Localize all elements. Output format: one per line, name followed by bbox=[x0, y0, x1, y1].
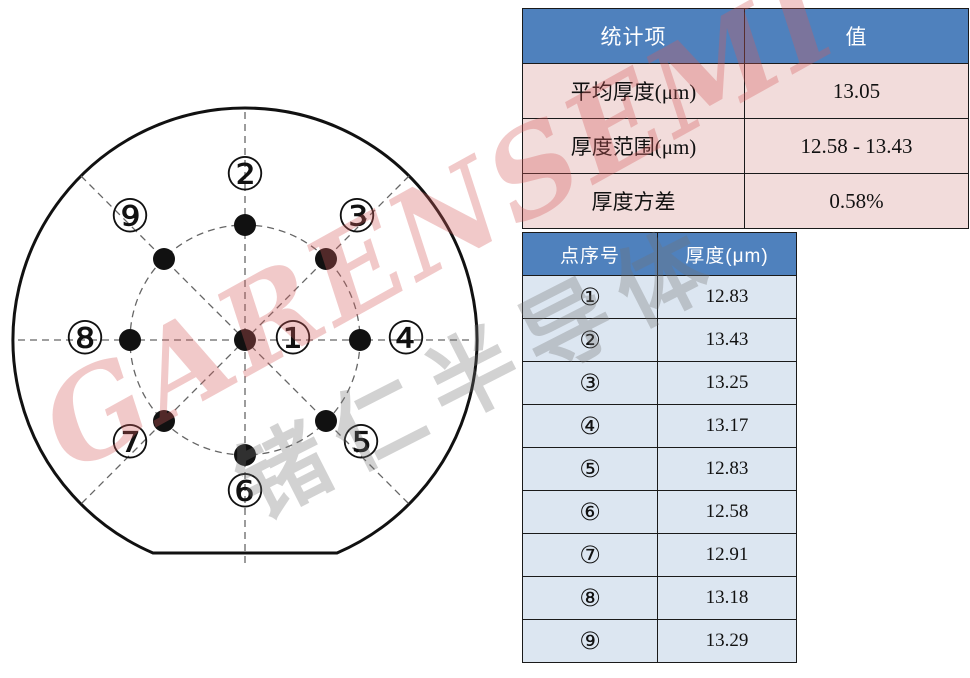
table-row: ⑤ 12.83 bbox=[522, 447, 797, 491]
table-row: ④ 13.17 bbox=[522, 404, 797, 448]
point-dot-8 bbox=[119, 329, 141, 351]
point-thickness: 13.29 bbox=[657, 619, 797, 663]
table-row: 厚度方差 0.58% bbox=[522, 173, 969, 229]
stats-header-row: 统计项 值 bbox=[522, 8, 969, 64]
point-index: ⑧ bbox=[522, 576, 658, 620]
point-thickness: 12.83 bbox=[657, 447, 797, 491]
table-row: 平均厚度(μm) 13.05 bbox=[522, 63, 969, 119]
points-header-index: 点序号 bbox=[522, 232, 658, 276]
stat-value: 13.05 bbox=[744, 63, 969, 119]
point-dot-9 bbox=[153, 248, 175, 270]
table-row: ② 13.43 bbox=[522, 318, 797, 362]
point-index: ⑦ bbox=[522, 533, 658, 577]
stat-label: 厚度范围(μm) bbox=[522, 118, 745, 174]
table-row: ① 12.83 bbox=[522, 275, 797, 319]
point-index: ⑥ bbox=[522, 490, 658, 534]
wafer-outline bbox=[11, 106, 479, 555]
point-thickness: 12.91 bbox=[657, 533, 797, 577]
point-index: ① bbox=[522, 275, 658, 319]
point-index: ④ bbox=[522, 404, 658, 448]
point-dot-2 bbox=[234, 214, 256, 236]
stat-value: 0.58% bbox=[744, 173, 969, 229]
point-dot-7 bbox=[153, 410, 175, 432]
point-index: ⑤ bbox=[522, 447, 658, 491]
point-label-7: ⑦ bbox=[109, 415, 150, 469]
measurement-point-dots bbox=[119, 214, 371, 466]
point-label-4: ④ bbox=[385, 311, 426, 365]
point-thickness: 12.83 bbox=[657, 275, 797, 319]
point-dot-3 bbox=[315, 248, 337, 270]
point-thickness: 13.17 bbox=[657, 404, 797, 448]
table-row: ⑦ 12.91 bbox=[522, 533, 797, 577]
point-dot-5 bbox=[315, 410, 337, 432]
table-row: ⑨ 13.29 bbox=[522, 619, 797, 663]
point-label-2: ② bbox=[224, 147, 265, 201]
table-row: 厚度范围(μm) 12.58 - 13.43 bbox=[522, 118, 969, 174]
point-dot-1 bbox=[234, 329, 256, 351]
measurement-point-labels: ① ② ③ ④ ⑤ ⑥ ⑦ ⑧ ⑨ bbox=[64, 147, 426, 518]
point-label-1: ① bbox=[272, 311, 313, 365]
wafer-map: ① ② ③ ④ ⑤ ⑥ ⑦ ⑧ ⑨ bbox=[11, 106, 479, 568]
point-dot-4 bbox=[349, 329, 371, 351]
stats-header-value: 值 bbox=[744, 8, 969, 64]
point-label-9: ⑨ bbox=[109, 189, 150, 243]
stat-value: 12.58 - 13.43 bbox=[744, 118, 969, 174]
points-header-thickness: 厚度(μm) bbox=[657, 232, 797, 276]
points-table: 点序号 厚度(μm) ① 12.83 ② 13.43 ③ 13.25 ④ 13.… bbox=[522, 232, 797, 663]
table-row: ③ 13.25 bbox=[522, 361, 797, 405]
point-index: ② bbox=[522, 318, 658, 362]
point-thickness: 13.43 bbox=[657, 318, 797, 362]
point-index: ⑨ bbox=[522, 619, 658, 663]
point-label-8: ⑧ bbox=[64, 311, 105, 365]
stats-table: 统计项 值 平均厚度(μm) 13.05 厚度范围(μm) 12.58 - 13… bbox=[522, 8, 969, 229]
table-row: ⑧ 13.18 bbox=[522, 576, 797, 620]
point-label-5: ⑤ bbox=[340, 415, 381, 469]
points-header-row: 点序号 厚度(μm) bbox=[522, 232, 797, 276]
table-row: ⑥ 12.58 bbox=[522, 490, 797, 534]
point-index: ③ bbox=[522, 361, 658, 405]
point-thickness: 12.58 bbox=[657, 490, 797, 534]
point-label-6: ⑥ bbox=[224, 464, 265, 518]
point-dot-6 bbox=[234, 444, 256, 466]
point-thickness: 13.18 bbox=[657, 576, 797, 620]
stats-header-metric: 统计项 bbox=[522, 8, 745, 64]
point-thickness: 13.25 bbox=[657, 361, 797, 405]
stat-label: 厚度方差 bbox=[522, 173, 745, 229]
point-label-3: ③ bbox=[336, 189, 377, 243]
stat-label: 平均厚度(μm) bbox=[522, 63, 745, 119]
